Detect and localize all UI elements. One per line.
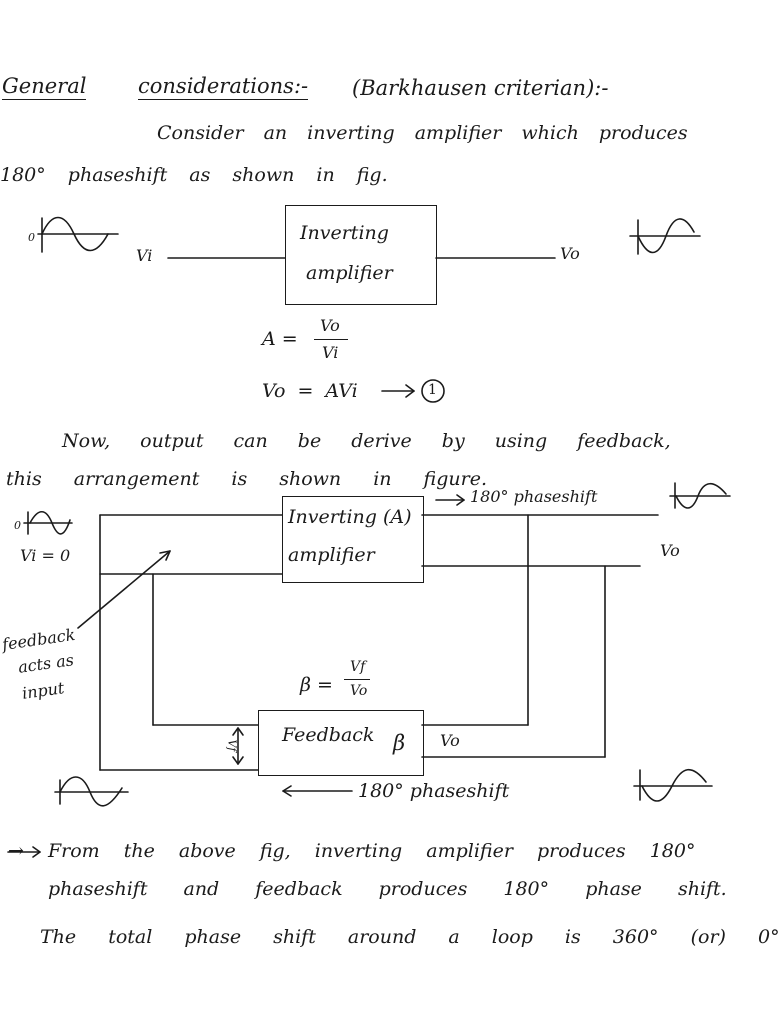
conclusion-line-1: → From the above fig, inverting amplifie… — [8, 840, 696, 862]
fig1-output-label: Vo — [560, 244, 580, 263]
gain-denominator: Vi — [322, 343, 339, 362]
beta-denominator: Vo — [350, 683, 368, 699]
intro-line-1: Consider an inverting amplifier which pr… — [157, 122, 688, 144]
phase-bottom-label: 180° phaseshift — [358, 780, 510, 802]
conclusion-line-2: phaseshift and feedback produces 180° ph… — [48, 878, 727, 900]
heading-considerations: considerations:- — [138, 74, 309, 100]
gain-fraction-bar — [314, 339, 348, 340]
vf-label: Vf — [225, 739, 239, 752]
feedback-box — [258, 710, 424, 776]
middle-line-1: Now, output can be derive by using feedb… — [62, 430, 671, 452]
fig1-box-line-2: amplifier — [306, 262, 393, 284]
middle-line-2: this arrangement is shown in figure. — [6, 468, 487, 490]
conclusion-line-3: The total phase shift around a loop is 3… — [40, 926, 780, 948]
beta-numerator: Vf — [350, 659, 366, 675]
heading-general: General — [2, 74, 87, 100]
fig2-amp-line-1: Inverting (A) — [288, 506, 412, 528]
fig2-amplifier-box — [282, 496, 424, 583]
fig2-bottom-right-sine-icon — [633, 768, 713, 802]
fig2-amp-line-2: amplifier — [288, 544, 375, 566]
gain-lhs: A = — [262, 328, 298, 350]
phase-top-label: 180° phaseshift — [470, 487, 598, 506]
fig2-vo-label: Vo — [660, 541, 680, 560]
inverting-amplifier-box — [285, 205, 437, 305]
gain-numerator: Vo — [320, 316, 340, 335]
output-equation: Vo = AVi — [262, 380, 358, 402]
output-sine-icon — [629, 218, 701, 255]
fig2-origin-label: 0 — [14, 519, 21, 532]
input-sine-icon — [37, 216, 119, 253]
beta-fraction-bar — [344, 679, 370, 680]
intro-line-2: 180° phaseshift as shown in fig. — [0, 164, 388, 186]
eq-number-circle — [421, 379, 445, 403]
vi-zero-label: Vi = 0 — [20, 546, 71, 565]
fig1-box-line-1: Inverting — [300, 222, 389, 244]
fig1-origin-label: 0 — [28, 231, 35, 244]
beta-eq-lhs: β = — [300, 674, 333, 696]
eq-number: 1 — [428, 382, 437, 398]
feedback-beta-symbol: β — [393, 731, 406, 755]
heading-criterion: (Barkhausen criterian):- — [352, 76, 609, 100]
feedback-box-label: Feedback — [282, 724, 375, 746]
fig2-bottom-left-sine-icon — [54, 776, 129, 807]
fig2-input-sine-icon — [23, 510, 73, 535]
feedback-vo-label: Vo — [440, 731, 460, 750]
fig2-output-sine-icon — [669, 482, 731, 509]
fig1-input-label: Vi — [136, 246, 153, 265]
